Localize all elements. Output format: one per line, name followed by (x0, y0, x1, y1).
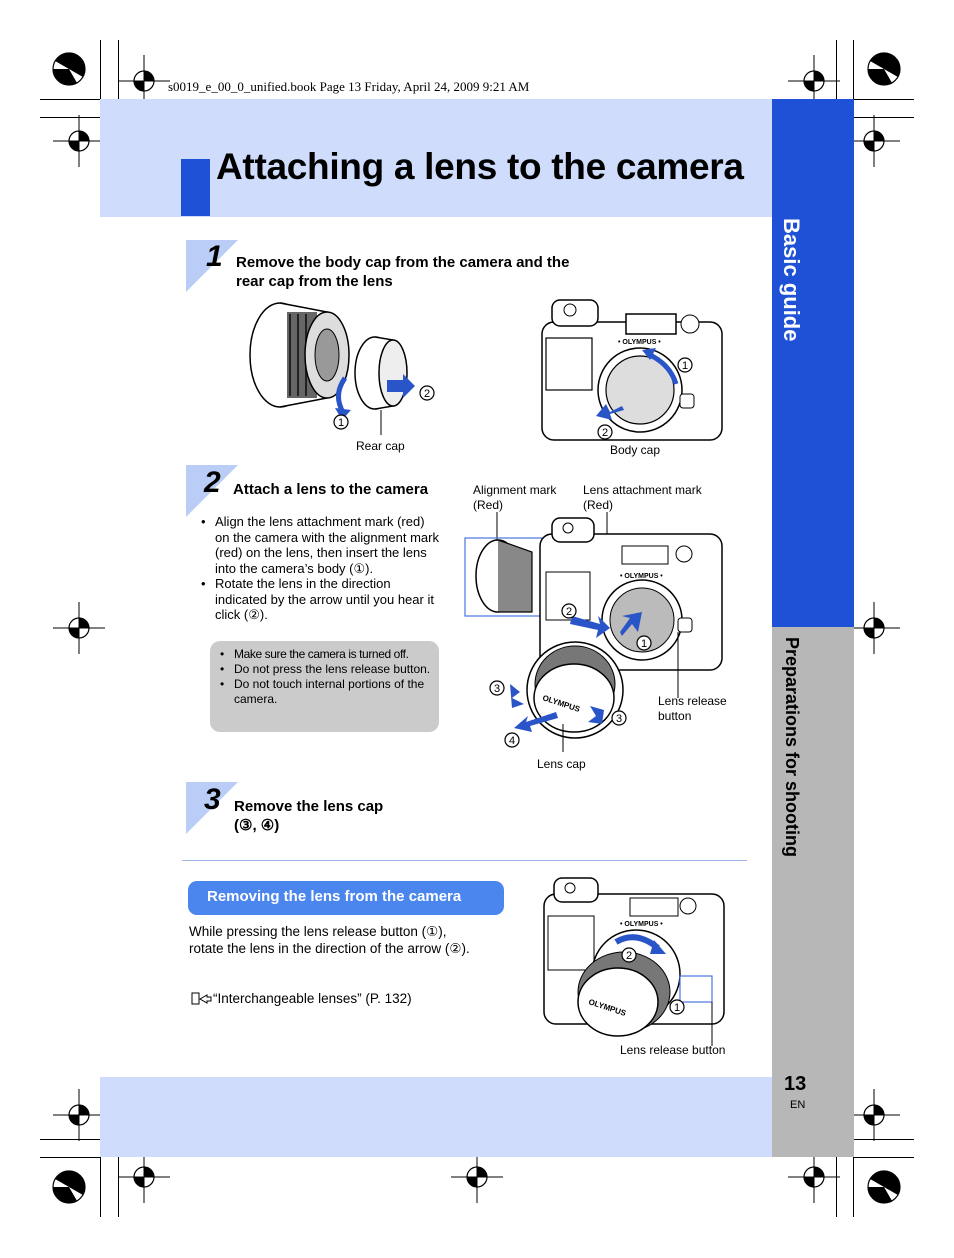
removing-section-title-text: Removing the lens from the camera (207, 888, 462, 905)
callout-2-text: 2 (602, 427, 608, 439)
lens-rear-cap-illustration (249, 302, 415, 435)
page-number: 13 (784, 1073, 807, 1095)
caption-lens-release-button-removing: Lens release button (620, 1043, 726, 1057)
camera-body-cap-illustration: • OLYMPUS • (541, 299, 723, 441)
page-title: Attaching a lens to the camera (216, 146, 744, 187)
camera-brand-text-3: • OLYMPUS • (620, 921, 663, 928)
removing-section-title: Removing the lens from the camera (188, 881, 504, 915)
side-tab-basic-guide-label: Basic guide (779, 218, 804, 342)
callout-1-text: 1 (674, 1002, 680, 1014)
side-tab-preparations-label: Preparations for shooting (782, 637, 802, 858)
list-item: Do not touch internal portions of the ca… (220, 677, 432, 707)
book-info-line: s0019_e_00_0_unified.book Page 13 Friday… (168, 79, 530, 94)
list-item: Align the lens attachment mark (red) on … (201, 514, 441, 576)
callout-3-text: 3 (616, 713, 622, 725)
reference-text: “Interchangeable lenses” (P. 132) (213, 991, 412, 1006)
attach-lens-illustration: • OLYMPUS • OLYMPUS (464, 512, 723, 752)
reference-icon (191, 992, 212, 1005)
removing-instructions: While pressing the lens release button (… (189, 924, 470, 956)
step-3-heading-line2: (③, ④) (234, 817, 280, 834)
caption-rear-cap: Rear cap (356, 439, 405, 453)
callout-2-removing: 2 (621, 947, 637, 963)
page-language: EN (790, 1099, 806, 1111)
callout-4-step2: 4 (504, 732, 520, 748)
section-divider (182, 860, 747, 861)
step-1-number: 1 (206, 240, 223, 273)
callout-4-text: 4 (509, 735, 515, 747)
header-band (100, 99, 772, 217)
callout-3-step2-right: 3 (611, 710, 627, 726)
step-2-instructions: Align the lens attachment mark (red) on … (201, 514, 441, 623)
step-2-number: 2 (204, 466, 221, 499)
callout-1-text: 1 (641, 638, 647, 650)
callout-3-step2-left: 3 (489, 680, 505, 696)
step-3-heading: Remove the lens cap (③, ④) (234, 797, 383, 835)
step-2-marker (186, 465, 238, 517)
callout-2-step1-body: 2 (597, 424, 613, 440)
caption-lens-release-button: Lens release button (658, 694, 727, 723)
callout-2-text: 2 (424, 388, 430, 400)
callout-2-text: 2 (566, 606, 572, 618)
caption-lens-attachment-mark: Lens attachment mark (Red) (583, 483, 702, 512)
camera-brand-text-1: • OLYMPUS • (618, 339, 661, 346)
list-item: Rotate the lens in the direction indicat… (201, 576, 441, 623)
callout-1-step2: 1 (636, 635, 652, 651)
step-1-heading: Remove the body cap from the camera and … (236, 253, 636, 291)
caution-notes: Make sure the camera is turned off. Do n… (220, 647, 432, 707)
step-3-heading-line1: Remove the lens cap (234, 798, 384, 815)
step-3-marker (186, 782, 238, 834)
camera-brand-text-2: • OLYMPUS • (620, 573, 663, 580)
step-1-marker (186, 240, 238, 292)
header-accent-bar (181, 159, 210, 216)
step-2-heading: Attach a lens to the camera (233, 481, 429, 498)
callout-1-text: 1 (682, 360, 688, 372)
callout-1-step1-body: 1 (677, 357, 693, 373)
step-3-number: 3 (204, 783, 221, 816)
step-1-heading-line1: Remove the body cap from the camera and … (236, 254, 570, 271)
reference-line: “Interchangeable lenses” (P. 132) (191, 991, 412, 1007)
caption-alignment-mark: Alignment mark (Red) (473, 483, 557, 512)
callout-2-step2: 2 (561, 603, 577, 619)
remove-lens-illustration: • OLYMPUS • OLYMPUS (543, 877, 725, 1046)
step-1-heading-line2: rear cap from the lens (236, 273, 393, 290)
list-item: Make sure the camera is turned off. (220, 647, 432, 662)
footer-band (100, 1077, 772, 1157)
side-tab-preparations (772, 627, 854, 1157)
list-item: Do not press the lens release button. (220, 662, 432, 677)
callout-2-step1-lens: 2 (419, 385, 435, 401)
callout-1-text: 1 (338, 417, 344, 429)
caption-body-cap: Body cap (610, 443, 661, 457)
side-tab-basic-guide (772, 99, 854, 627)
callout-2-text: 2 (626, 950, 632, 962)
caption-lens-cap: Lens cap (537, 757, 586, 771)
callout-1-removing: 1 (669, 999, 685, 1015)
callout-1-step1-lens: 1 (333, 414, 349, 430)
callout-3-text: 3 (494, 683, 500, 695)
